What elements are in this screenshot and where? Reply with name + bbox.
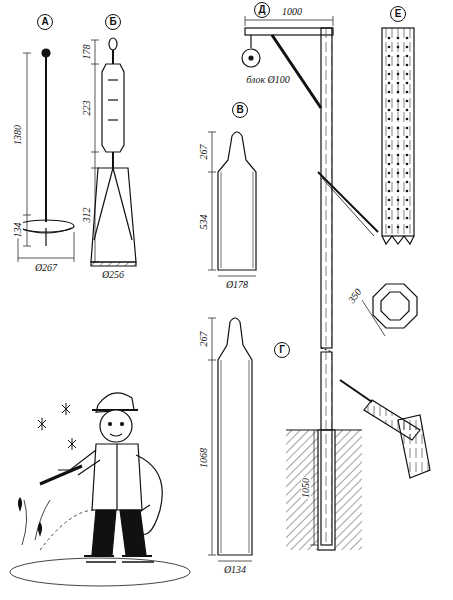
dimension-label: 223	[82, 100, 92, 117]
view-letter-circle: Б	[105, 14, 121, 30]
view-letter-circle: Е	[390, 6, 406, 22]
view-letter-circle: В	[232, 102, 248, 118]
dimension-label: блок Ø100	[245, 75, 291, 85]
view-letter: Г	[279, 345, 285, 355]
dimension-label: Ø134	[223, 565, 247, 575]
view-letter-circle: Г	[274, 342, 290, 358]
dimension-label: Ø256	[101, 270, 125, 280]
dimension-label: 312	[82, 207, 92, 224]
dimension-label: 350	[346, 286, 364, 306]
dimension-label: 178	[82, 44, 92, 61]
view-letter-circle: А	[37, 14, 53, 30]
dimension-label: 1068	[199, 447, 209, 469]
dimension-label: 267	[199, 144, 209, 161]
view-letter: Д	[258, 5, 265, 15]
dimension-label: 267	[199, 331, 209, 348]
dimension-label: Ø178	[225, 280, 249, 290]
view-letter-circle: Д	[254, 2, 270, 18]
view-letter: Б	[109, 17, 116, 27]
dimension-label: 1050	[301, 477, 311, 499]
dimension-label: 534	[199, 214, 209, 231]
dimension-label: Ø267	[34, 263, 58, 273]
dimension-label: 1380	[13, 124, 23, 146]
dimension-label: 1000	[281, 7, 303, 17]
view-letter: А	[41, 17, 48, 27]
dimension-label: 134	[13, 222, 23, 239]
view-letter: Е	[395, 9, 402, 19]
view-letter: В	[236, 105, 243, 115]
boy-figure	[10, 393, 190, 586]
